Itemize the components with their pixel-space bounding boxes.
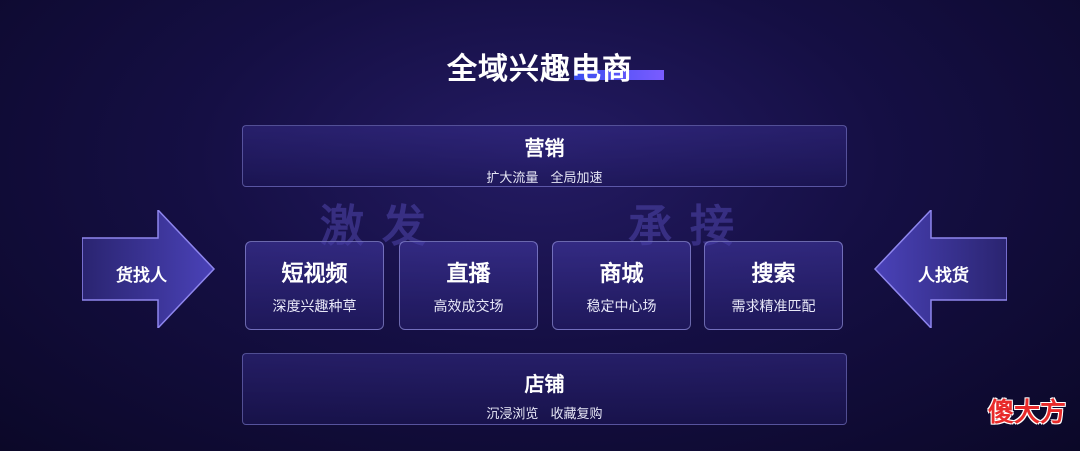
store-subtitle: 沉浸浏览 收藏复购: [486, 407, 603, 422]
arrow-right-icon: [82, 210, 216, 328]
diagram-title: 全域兴趣电商: [447, 52, 633, 87]
card-subtitle: 需求精准匹配: [731, 299, 816, 315]
store-panel: 店铺 沉浸浏览 收藏复购: [242, 353, 847, 425]
card-subtitle: 高效成交场: [433, 299, 504, 315]
title-underline: [574, 70, 664, 80]
card-search: 搜索 需求精准匹配: [704, 241, 843, 330]
card-title: 搜索: [751, 262, 796, 287]
card-title: 商城: [599, 262, 644, 287]
marketing-subtitle: 扩大流量 全局加速: [486, 171, 603, 186]
card-subtitle: 深度兴趣种草: [272, 299, 357, 315]
card-subtitle: 稳定中心场: [586, 299, 657, 315]
card-mall: 商城 稳定中心场: [552, 241, 691, 330]
people-find-goods-label: 人找货: [918, 266, 969, 286]
arrow-left-icon: [873, 210, 1007, 328]
card-short-video: 短视频 深度兴趣种草: [245, 241, 384, 330]
marketing-panel: 营销 扩大流量 全局加速: [242, 125, 847, 187]
marketing-title: 营销: [524, 136, 565, 160]
goods-find-people-label: 货找人: [116, 266, 167, 286]
card-title: 短视频: [281, 262, 348, 287]
watermark-logo: 傻大方: [988, 398, 1067, 428]
store-title: 店铺: [524, 372, 565, 396]
card-live: 直播 高效成交场: [399, 241, 538, 330]
card-title: 直播: [446, 262, 491, 287]
